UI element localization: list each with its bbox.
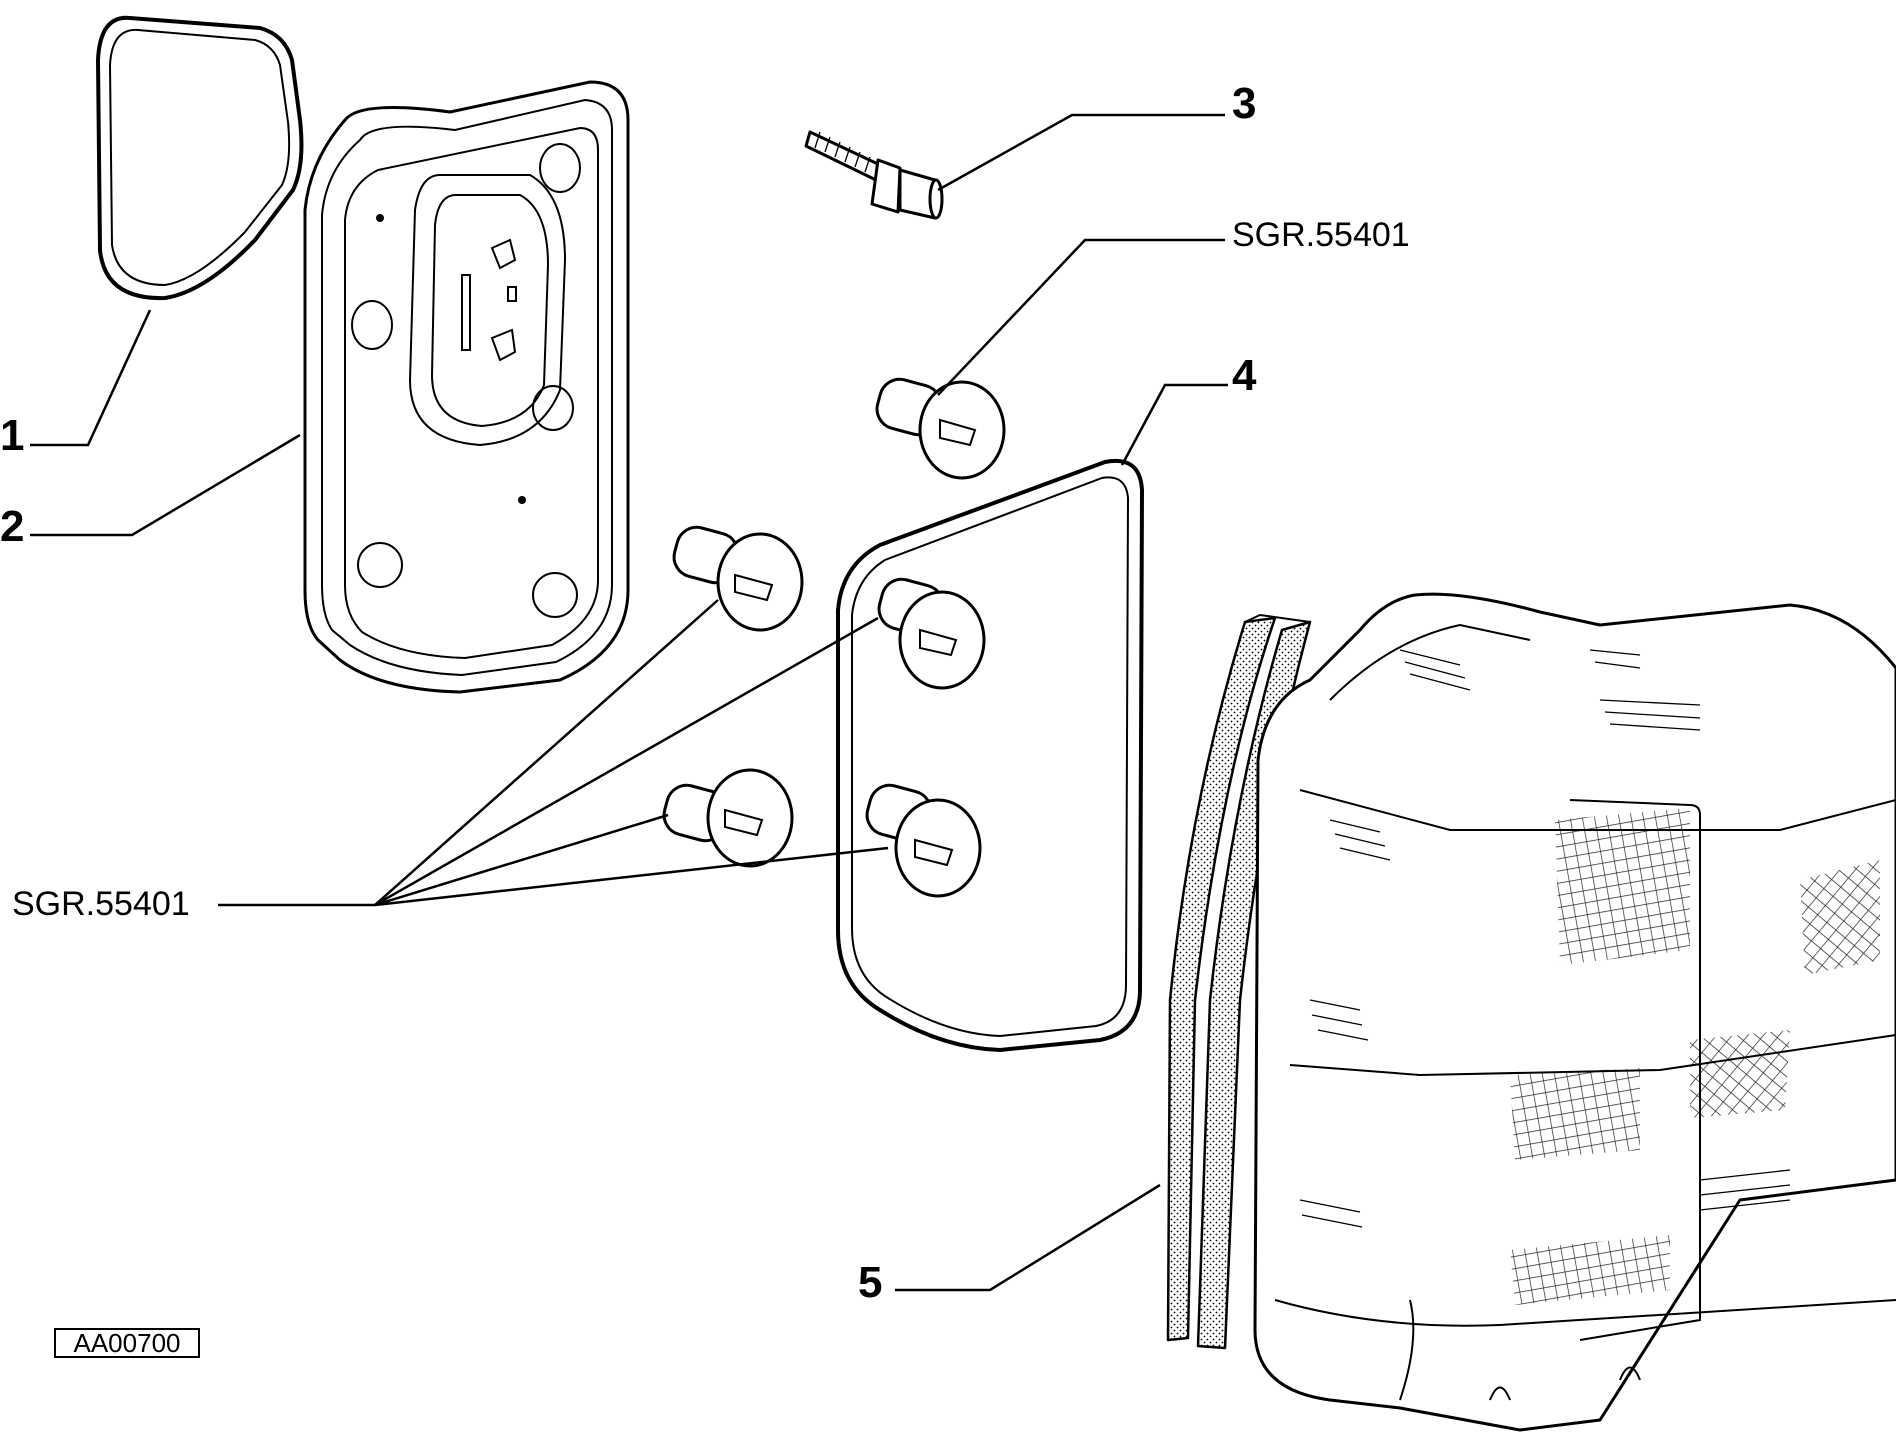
callout-4: 4	[1232, 351, 1257, 400]
callout-5: 5	[858, 1258, 882, 1307]
leader-4	[1120, 383, 1228, 466]
part-2-lamp-holder	[303, 80, 630, 694]
bulb-top	[875, 377, 1006, 480]
leader-sgr-left-b	[374, 616, 879, 907]
bulb-center-lower	[865, 783, 982, 898]
tail-lamp-housing	[1253, 592, 1896, 1432]
leader-2	[30, 433, 301, 537]
leader-lines	[30, 113, 1228, 1292]
leader-3	[937, 113, 1225, 192]
leader-sgr-top	[937, 238, 1225, 396]
figure-code: AA00700	[54, 1328, 200, 1358]
leader-1	[30, 309, 152, 447]
bulb-left-upper	[672, 525, 804, 632]
leader-sgr-left-a	[374, 599, 719, 906]
bulb-center-upper	[877, 577, 986, 690]
callout-3: 3	[1232, 79, 1256, 128]
leader-sgr-left-d	[374, 846, 889, 907]
part-4-gasket	[836, 458, 1144, 1052]
callout-1: 1	[0, 411, 24, 460]
callout-ref-top: SGR.55401	[1232, 216, 1410, 254]
bulb-left-lower	[662, 768, 794, 868]
callout-ref-left: SGR.55401	[12, 885, 190, 923]
part-5-seal-strip	[1166, 613, 1312, 1350]
callout-2: 2	[0, 502, 24, 551]
leader-sgr-left-c	[374, 813, 669, 907]
part-1-gasket	[96, 15, 304, 301]
leader-5	[895, 1183, 1161, 1292]
part-3-screw	[804, 130, 944, 220]
